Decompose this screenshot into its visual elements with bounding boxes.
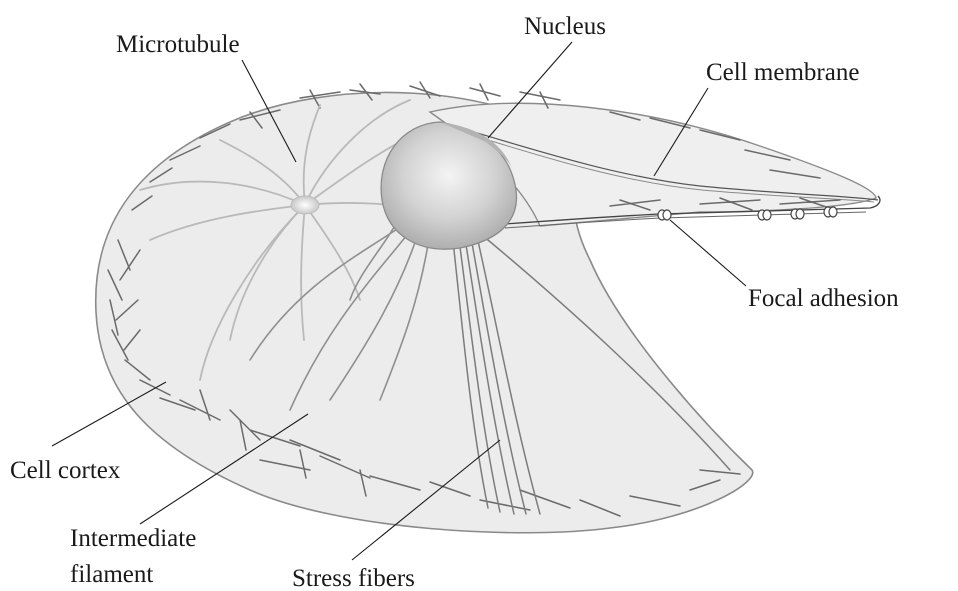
intermediate-filament-label-line2: filament [70, 561, 153, 588]
microtubule-label: Microtubule [116, 31, 240, 58]
focal-adhesion-leader [670, 220, 746, 286]
cell-cortex-label: Cell cortex [10, 457, 121, 484]
stress-fibers-label: Stress fibers [292, 565, 415, 591]
intermediate-filament-label-line1: Intermediate [70, 525, 196, 552]
cell-membrane-label: Cell membrane [706, 59, 859, 86]
centrosome [291, 196, 319, 214]
focal-adhesion-label: Focal adhesion [748, 285, 899, 312]
nucleus-label: Nucleus [524, 13, 606, 40]
